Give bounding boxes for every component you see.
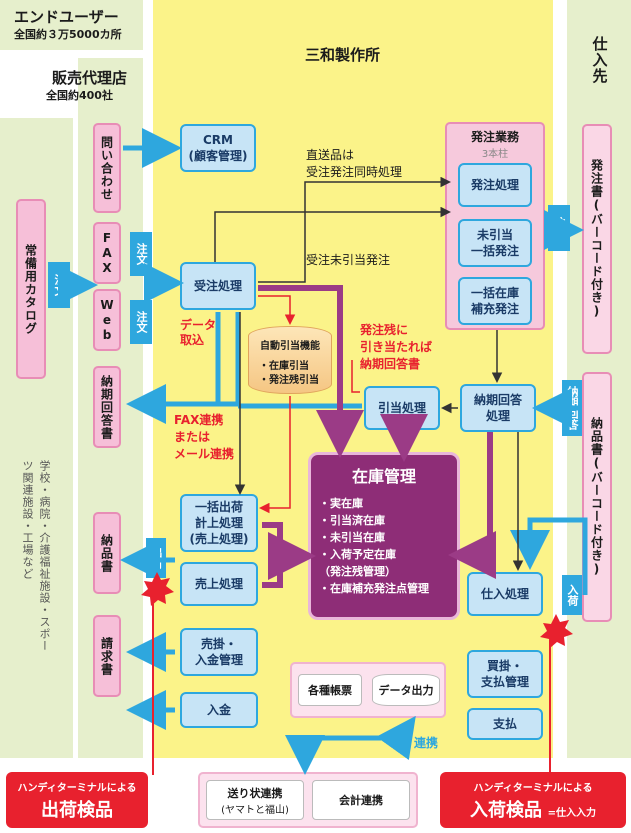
payables-line1: 買掛・ — [486, 659, 523, 673]
web-box: Web — [93, 289, 121, 351]
stock-item: ・実在庫 — [319, 497, 363, 510]
bulk-refill-line1: 一括在庫 — [470, 286, 519, 300]
auto-allocation-item2: ・発注残引当 — [259, 375, 319, 386]
delivery-note-doc: 納品書 — [93, 512, 121, 594]
stock-item: ・在庫補充発注点管理 — [319, 582, 429, 595]
receivables-line2: 入金管理 — [194, 653, 243, 667]
purchase-order-subtitle: 3本柱 — [481, 149, 509, 160]
arrival-inspection-main: 入荷検品 — [470, 800, 543, 821]
shipping-link-box: 送り状連携 (ヤマトと福山) — [206, 780, 304, 820]
order-process-box: 受注処理 — [180, 262, 256, 310]
supplier-title: 仕入先 — [590, 36, 609, 84]
payables-line2: 支払管理 — [480, 675, 529, 689]
data-output-doc: データ出力 — [372, 674, 440, 706]
payables-box: 買掛・ 支払管理 — [467, 650, 543, 698]
dealer-subtitle: 全国約400社 — [46, 89, 113, 102]
receivables-box: 売掛・ 入金管理 — [180, 628, 258, 676]
shipping-link-line1: 送り状連携 — [227, 786, 283, 800]
arrival-inspection-banner: ハンディターミナルによる 入荷検品 =仕入入力 — [440, 772, 626, 828]
po-barcode-doc: 発注書(バーコード付き) — [582, 124, 612, 354]
direct-ship-line2: 受注発注同時処理 — [306, 165, 403, 179]
end-user-title: エンドユーザー — [14, 8, 119, 26]
catalog-box: 常備用カタログ — [16, 199, 46, 379]
auto-allocation-box: 自動引当機能 ・在庫引当 ・発注残引当 — [248, 326, 332, 394]
fax-link-label: FAX連携 または メール連携 — [174, 412, 234, 463]
inquiry-box: 問い合わせ — [93, 123, 121, 213]
payment-in-box: 入金 — [180, 692, 258, 728]
customer-types: 学校・病院・介護福祉施設・スポーツ関連施設・工場など — [21, 460, 51, 652]
crm-line1: CRM — [203, 133, 233, 147]
stock-item: （発注残管理） — [319, 565, 396, 578]
fax-link-line2: または — [174, 430, 211, 444]
reply-tag: 納期回答 — [562, 380, 582, 436]
fax-link-line1: FAX連携 — [174, 413, 224, 427]
stock-item: ・入荷予定在庫 — [319, 548, 396, 561]
stock-management-title: 在庫管理 — [351, 467, 416, 486]
ship-inspection-top: ハンディターミナルによる — [17, 783, 137, 794]
batch-shipping-line3: (売上処理) — [189, 532, 249, 546]
ship-tag: 出荷 — [146, 538, 166, 578]
shipping-link-line2: (ヤマトと福山) — [221, 804, 289, 816]
batch-shipping-box: 一括出荷 計上処理 (売上処理) — [180, 494, 258, 552]
receivables-line1: 売掛・ — [200, 637, 237, 651]
unallocated-bulk-line2: 一括発注 — [470, 244, 519, 258]
batch-shipping-line2: 計上処理 — [194, 516, 243, 530]
purchase-order-process: 発注処理 — [458, 163, 532, 207]
catalog-order-tag: 注文 — [48, 262, 70, 308]
dealer-title: 販売代理店 — [52, 69, 128, 87]
po-order-tag: 注文 — [548, 205, 570, 251]
purchase-order-title: 発注業務 — [470, 130, 519, 144]
end-user-subtitle: 全国約３万5000カ所 — [14, 28, 122, 41]
ship-inspection-banner: ハンディターミナルによる 出荷検品 — [6, 772, 148, 828]
link-label: 連携 — [414, 736, 439, 750]
direct-ship-line1: 直送品は — [306, 148, 355, 162]
stock-item: ・引当済在庫 — [319, 514, 385, 527]
fax-order-tag: 注文 — [130, 232, 152, 276]
payment-out-box: 支払 — [467, 708, 543, 740]
unallocated-bulk-line1: 未引当 — [476, 228, 513, 242]
unallocated-order-label: 受注未引当発注 — [306, 253, 391, 267]
stock-item: ・未引当在庫 — [319, 531, 385, 544]
invoice-doc: 請求書 — [93, 615, 121, 697]
crm-box: CRM (顧客管理) — [180, 124, 256, 172]
arrival-inspection-top: ハンディターミナルによる — [473, 783, 593, 794]
fax-box: FAX — [93, 222, 121, 284]
auto-allocation-item1: ・在庫引当 — [259, 361, 309, 372]
sales-process-box: 売上処理 — [180, 562, 258, 606]
reports-doc: 各種帳票 — [298, 674, 362, 706]
backorder-line2: 引き当たれば — [360, 340, 433, 354]
purchase-process-box: 仕入処理 — [467, 572, 543, 616]
delivery-barcode-doc: 納品書(バーコード付き) — [582, 372, 612, 622]
stock-management-box: 在庫管理 ・実在庫・引当済在庫・未引当在庫・入荷予定在庫 （発注残管理） ・在庫補充… — [308, 452, 460, 620]
crm-line2: (顧客管理) — [188, 149, 248, 163]
reply-process-line1: 納期回答 — [473, 393, 522, 407]
web-order-tag: 注文 — [130, 300, 152, 344]
arrival-tag: 入荷 — [562, 575, 582, 615]
bulk-refill-order: 一括在庫 補充発注 — [458, 277, 532, 325]
arrival-inspection-main-row: 入荷検品 =仕入入力 — [440, 796, 626, 822]
delivery-reply-doc: 納期回答書 — [93, 366, 121, 448]
data-import-line2: 取込 — [180, 333, 205, 347]
backorder-line1: 発注残に — [360, 323, 409, 337]
ship-inspection-main: 出荷検品 — [41, 800, 113, 821]
reply-process-line2: 処理 — [485, 409, 510, 423]
batch-shipping-line1: 一括出荷 — [194, 500, 243, 514]
data-import-label: データ 取込 — [180, 318, 216, 348]
arrival-inspection-suffix: =仕入入力 — [547, 808, 596, 819]
backorder-line3: 納期回答書 — [360, 357, 421, 371]
reply-process-box: 納期回答 処理 — [460, 384, 536, 432]
fax-link-line3: メール連携 — [174, 447, 235, 461]
backorder-label: 発注残に 引き当たれば 納期回答書 — [360, 322, 432, 373]
direct-ship-label: 直送品は 受注発注同時処理 — [306, 147, 402, 181]
bulk-refill-line2: 補充発注 — [470, 302, 519, 316]
stock-items-list: ・実在庫・引当済在庫・未引当在庫・入荷予定在庫 （発注残管理） ・在庫補充発注点管理 — [319, 495, 457, 597]
auto-allocation-title: 自動引当機能 — [260, 341, 320, 352]
data-import-line1: データ — [180, 318, 217, 332]
company-title: 三和製作所 — [305, 46, 381, 64]
end-user-column — [0, 0, 143, 50]
unallocated-bulk-order: 未引当 一括発注 — [458, 219, 532, 267]
accounting-link-box: 会計連携 — [312, 780, 410, 820]
allocation-process-box: 引当処理 — [364, 386, 440, 430]
